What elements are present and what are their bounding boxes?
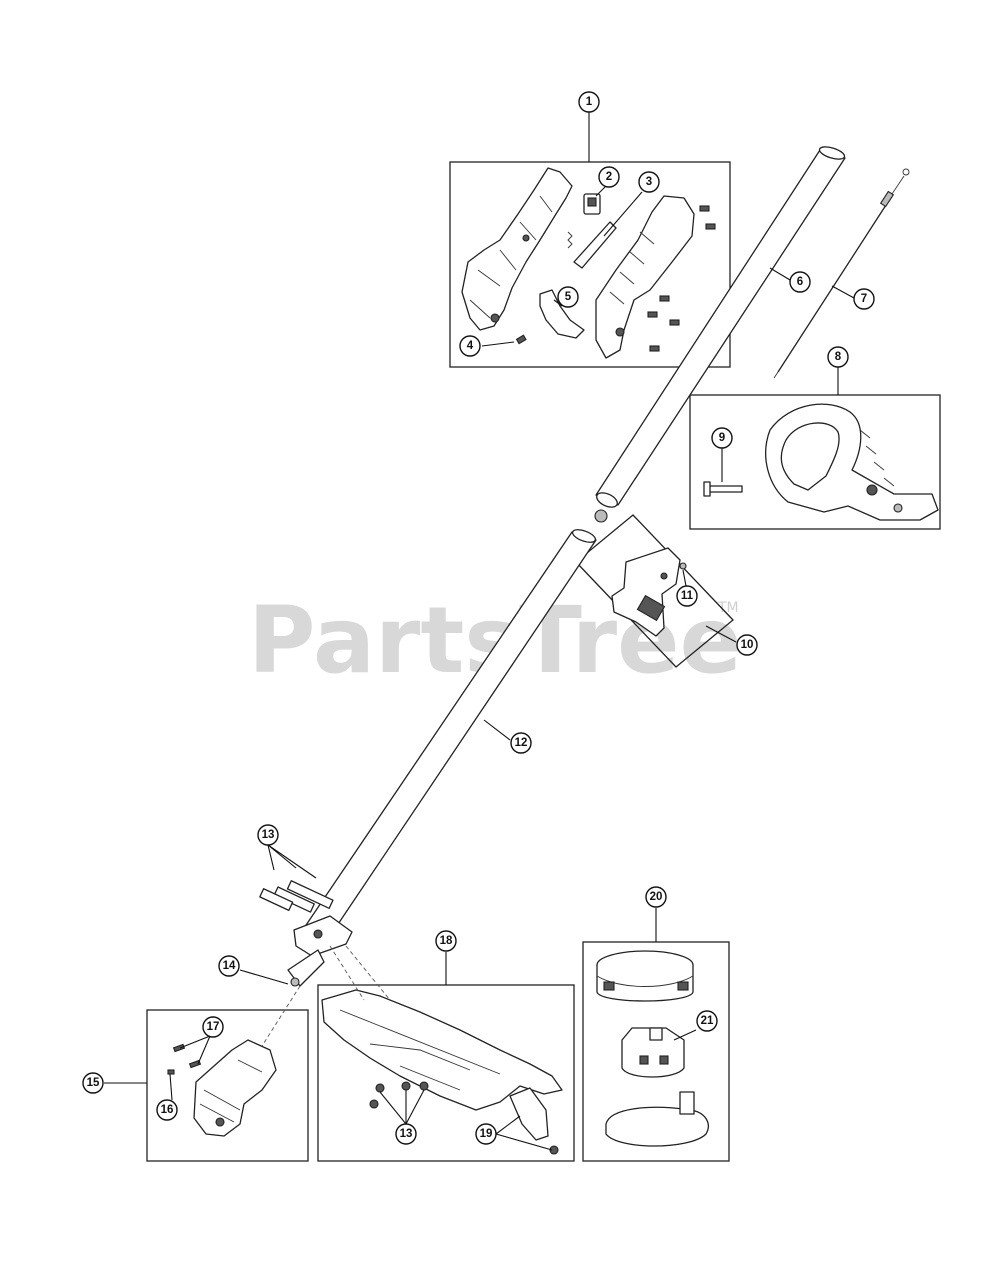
callout-9: 9 [711,427,733,449]
callout-10: 10 [736,634,758,656]
shaft-decals [259,880,353,957]
svg-text:14: 14 [223,960,236,972]
handle-housing-parts [461,167,716,359]
callout-16: 16 [156,1099,178,1121]
svg-text:11: 11 [681,590,694,602]
gearbox-box [146,1009,309,1162]
svg-text:19: 19 [480,1128,493,1140]
trimmer-head-parts [596,950,709,1147]
callout-8: 8 [827,346,849,368]
svg-text:15: 15 [87,1077,100,1089]
svg-text:17: 17 [207,1021,220,1033]
callout-11: 11 [676,585,698,607]
assist-handle-box [689,394,941,530]
callout-5: 5 [557,286,579,308]
callout-7: 7 [853,288,875,310]
assembly-lines [261,945,391,1047]
svg-text:13: 13 [400,1128,413,1140]
svg-text:8: 8 [835,351,842,363]
callout-2: 2 [598,166,620,188]
handle-housing-box [449,161,731,368]
callout-12: 12 [510,732,532,754]
svg-text:9: 9 [719,432,725,444]
svg-text:10: 10 [741,639,754,651]
callout-6: 6 [789,271,811,293]
svg-text:3: 3 [646,176,652,188]
coupler-box [575,514,734,668]
callout-1: 1 [578,91,600,113]
svg-text:20: 20 [650,891,663,903]
svg-text:16: 16 [161,1104,174,1116]
watermark-trademark: TM [717,600,739,616]
svg-text:6: 6 [797,276,803,288]
callout-13-decals: 13 [257,824,279,846]
callout-21: 21 [696,1010,718,1032]
callout-20: 20 [645,886,667,908]
gearbox-parts [167,949,325,1137]
upper-shaft [594,146,846,523]
svg-text:4: 4 [467,340,474,352]
callout-15: 15 [82,1072,104,1094]
svg-text:7: 7 [861,293,867,305]
callout-17: 17 [202,1016,224,1038]
leader-lines [104,112,855,1151]
svg-text:5: 5 [565,291,572,303]
assist-handle-parts [703,403,939,521]
callout-4: 4 [459,335,481,357]
throttle-cable [773,168,910,379]
callout-3: 3 [638,171,660,193]
svg-text:18: 18 [440,935,453,947]
callout-14: 14 [218,955,240,977]
shield-parts [321,989,563,1155]
callout-19: 19 [475,1123,497,1145]
callout-18: 18 [435,930,457,952]
svg-text:21: 21 [701,1015,714,1027]
callout-13-nuts: 13 [395,1123,417,1145]
svg-text:12: 12 [515,737,528,749]
coupler-parts [611,547,687,637]
svg-text:2: 2 [606,171,612,183]
svg-text:13: 13 [262,829,275,841]
svg-text:1: 1 [586,96,593,108]
